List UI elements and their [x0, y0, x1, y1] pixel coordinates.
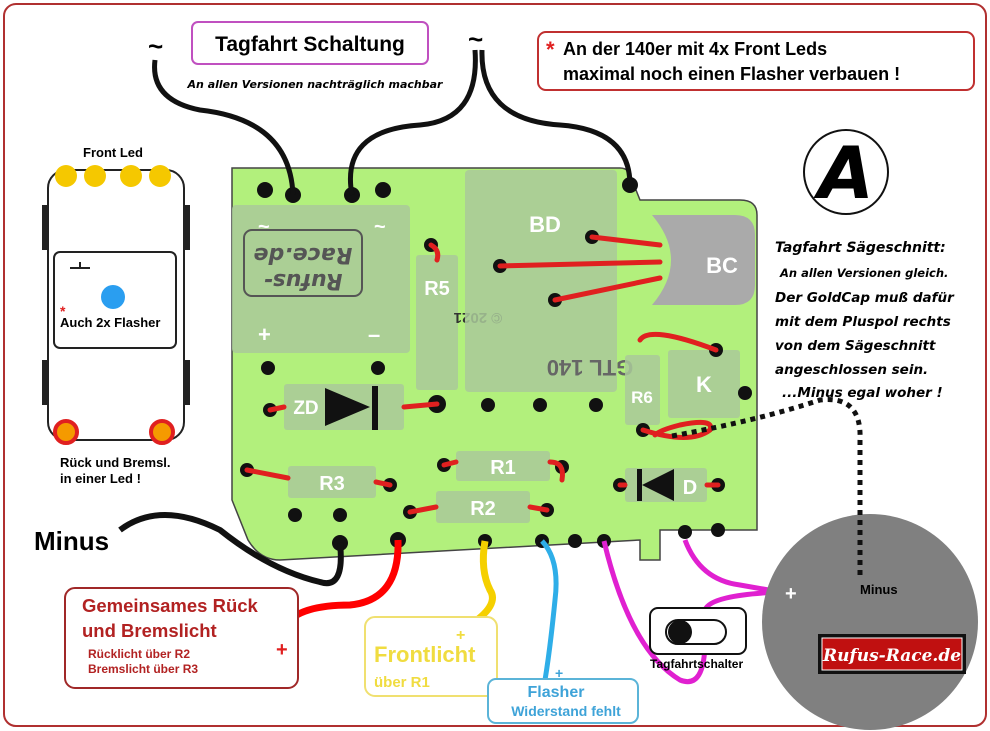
svg-text:~: ~ — [374, 216, 386, 238]
subtitle: An allen Versionen nachträglich machbar — [187, 78, 444, 91]
svg-text:mit dem Pluspol rechts: mit dem Pluspol rechts — [775, 314, 951, 330]
svg-text:in einer Led !: in einer Led ! — [60, 471, 141, 486]
front-led-icon — [149, 165, 171, 187]
svg-text:GTL 140: GTL 140 — [547, 355, 633, 380]
yellow-wire — [468, 540, 496, 628]
magenta-wire — [601, 540, 708, 684]
flasher-led-icon — [101, 285, 125, 309]
rear-led-icon — [149, 419, 175, 445]
title: Tagfahrt Schaltung — [215, 33, 405, 56]
front-led-icon — [84, 165, 106, 187]
day-light-switch[interactable] — [649, 607, 747, 655]
svg-text:über R1: über R1 — [374, 674, 430, 691]
svg-text:angeschlossen sein.: angeschlossen sein. — [775, 362, 928, 378]
svg-text:~: ~ — [258, 216, 270, 238]
warning-line1: An der 140er mit 4x Front Leds — [563, 39, 827, 59]
svg-text:–: – — [368, 322, 380, 347]
svg-text:R2: R2 — [470, 498, 496, 520]
svg-text:Rück und Bremsl.: Rück und Bremsl. — [60, 455, 171, 470]
svg-text:*: * — [60, 303, 66, 319]
blue-wire — [540, 539, 559, 681]
svg-text:+: + — [276, 639, 288, 661]
svg-text:Der GoldCap muß dafür: Der GoldCap muß dafür — [775, 290, 955, 306]
ac-tilde-right: ~ — [468, 24, 483, 54]
cut-note: Tagfahrt Sägeschnitt: An allen Versionen… — [775, 240, 955, 401]
svg-text:ZD: ZD — [293, 398, 318, 419]
title-box: Tagfahrt Schaltung — [191, 21, 429, 65]
front-led-icon — [120, 165, 142, 187]
rear-light-box: Gemeinsames Rück und Bremslicht Rücklich… — [64, 587, 299, 689]
switch-knob — [668, 620, 692, 644]
transistor-bd — [465, 170, 617, 392]
flasher-box: Flasher Widerstand fehlt + — [487, 665, 639, 724]
resistor-r2 — [436, 491, 530, 523]
svg-text:+: + — [456, 627, 465, 644]
svg-text:und Bremslicht: und Bremslicht — [82, 620, 217, 641]
svg-text:R1: R1 — [490, 457, 516, 479]
svg-text:...Minus egal woher !: ...Minus egal woher ! — [782, 385, 943, 401]
goldcap — [762, 514, 978, 730]
resistor-r3 — [288, 466, 376, 498]
warning-box: * An der 140er mit 4x Front Leds maximal… — [537, 31, 975, 91]
minus-label: Minus — [34, 526, 109, 556]
svg-text:+: + — [785, 583, 797, 605]
brand-logo: Rufus-Race.de — [818, 634, 966, 674]
svg-text:Frontlicht: Frontlicht — [374, 642, 476, 667]
resistor-r6 — [625, 355, 660, 425]
svg-text:R3: R3 — [319, 473, 345, 495]
rear-led-icon — [53, 419, 79, 445]
relay-k — [668, 350, 740, 418]
svg-text:D: D — [683, 477, 697, 499]
svg-text:Widerstand fehlt: Widerstand fehlt — [511, 703, 621, 719]
svg-text:Front Led: Front Led — [83, 145, 143, 160]
svg-text:BD: BD — [529, 212, 561, 237]
svg-text:Minus: Minus — [860, 582, 898, 597]
version-badge — [803, 129, 889, 215]
svg-text:R6: R6 — [631, 388, 653, 407]
front-led-icon — [55, 165, 77, 187]
resistor-r5 — [416, 255, 458, 390]
svg-text:Rücklicht über R2: Rücklicht über R2 — [88, 647, 190, 661]
svg-text:+: + — [555, 665, 563, 681]
svg-text:*: * — [546, 37, 555, 62]
svg-text:An allen Versionen gleich.: An allen Versionen gleich. — [779, 266, 948, 280]
svg-text:Tagfahrt Sägeschnitt:: Tagfahrt Sägeschnitt: — [775, 240, 946, 256]
svg-text:BC: BC — [706, 253, 738, 278]
svg-text:von dem Sägeschnitt: von dem Sägeschnitt — [775, 338, 936, 354]
svg-text:Gemeinsames Rück: Gemeinsames Rück — [82, 595, 259, 616]
switch-label: Tagfahrtschalter — [650, 657, 743, 671]
bridge-rectifier — [232, 205, 410, 353]
svg-text:+: + — [258, 322, 271, 347]
svg-text:K: K — [696, 372, 712, 397]
svg-text:Auch 2x Flasher: Auch 2x Flasher — [60, 315, 160, 330]
car-drawing: Front Led * Auch 2x Flasher Rück und Bre… — [42, 145, 190, 486]
transistor-bc — [652, 215, 755, 305]
svg-text:Bremslicht über R3: Bremslicht über R3 — [88, 662, 198, 676]
svg-text:Flasher: Flasher — [528, 684, 585, 701]
svg-text:Rufus-: Rufus- — [264, 268, 343, 293]
svg-text:Race.de: Race.de — [254, 242, 353, 267]
front-light-box: Frontlicht über R1 + — [364, 616, 498, 697]
ac-tilde-left: ~ — [148, 31, 163, 61]
svg-text:Rufus-Race.de: Rufus-Race.de — [822, 646, 961, 666]
svg-text:A: A — [813, 131, 874, 215]
resistor-r1 — [456, 451, 550, 481]
warning-line2: maximal noch einen Flasher verbauen ! — [563, 64, 900, 84]
svg-text:R5: R5 — [424, 278, 450, 300]
